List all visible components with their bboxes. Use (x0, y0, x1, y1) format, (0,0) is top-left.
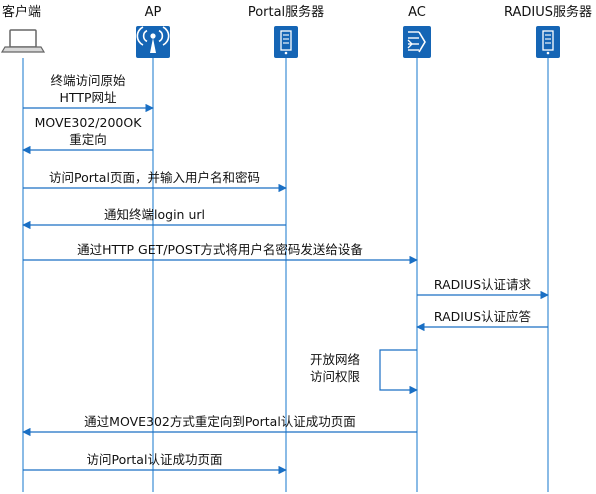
message-label: 通知终端login url (104, 207, 205, 222)
laptop-icon (0, 29, 46, 53)
message-label: 访问权限 (310, 369, 361, 384)
message-label: 访问Portal页面，并输入用户名和密码 (49, 170, 260, 185)
message-label: 访问Portal认证成功页面 (87, 452, 223, 467)
participant-label-radius: RADIUS服务器 (504, 4, 592, 20)
participant-label-portal: Portal服务器 (248, 4, 324, 20)
message-label: RADIUS认证请求 (434, 277, 532, 292)
wireless-ap-icon (136, 26, 170, 58)
message-label: HTTP网址 (60, 90, 117, 105)
access-controller-icon (403, 26, 431, 58)
participant-label-ac: AC (408, 5, 426, 20)
message-label: 终端访问原始 (50, 73, 126, 88)
message-label: 通过HTTP GET/POST方式将用户名密码发送给设备 (77, 242, 363, 257)
message-label: RADIUS认证应答 (434, 309, 532, 324)
message-label: 重定向 (69, 132, 107, 147)
message-arrow-self-ac (379, 349, 418, 395)
message-label: 通过MOVE302方式重定向到Portal认证成功页面 (84, 414, 356, 429)
server-icon (536, 26, 560, 58)
message-label: MOVE302/200OK (35, 115, 143, 130)
participant-label-client: 客户端 (2, 4, 41, 20)
participant-label-ap: AP (145, 5, 162, 20)
server-icon (274, 26, 298, 58)
message-label: 开放网络 (310, 352, 361, 367)
